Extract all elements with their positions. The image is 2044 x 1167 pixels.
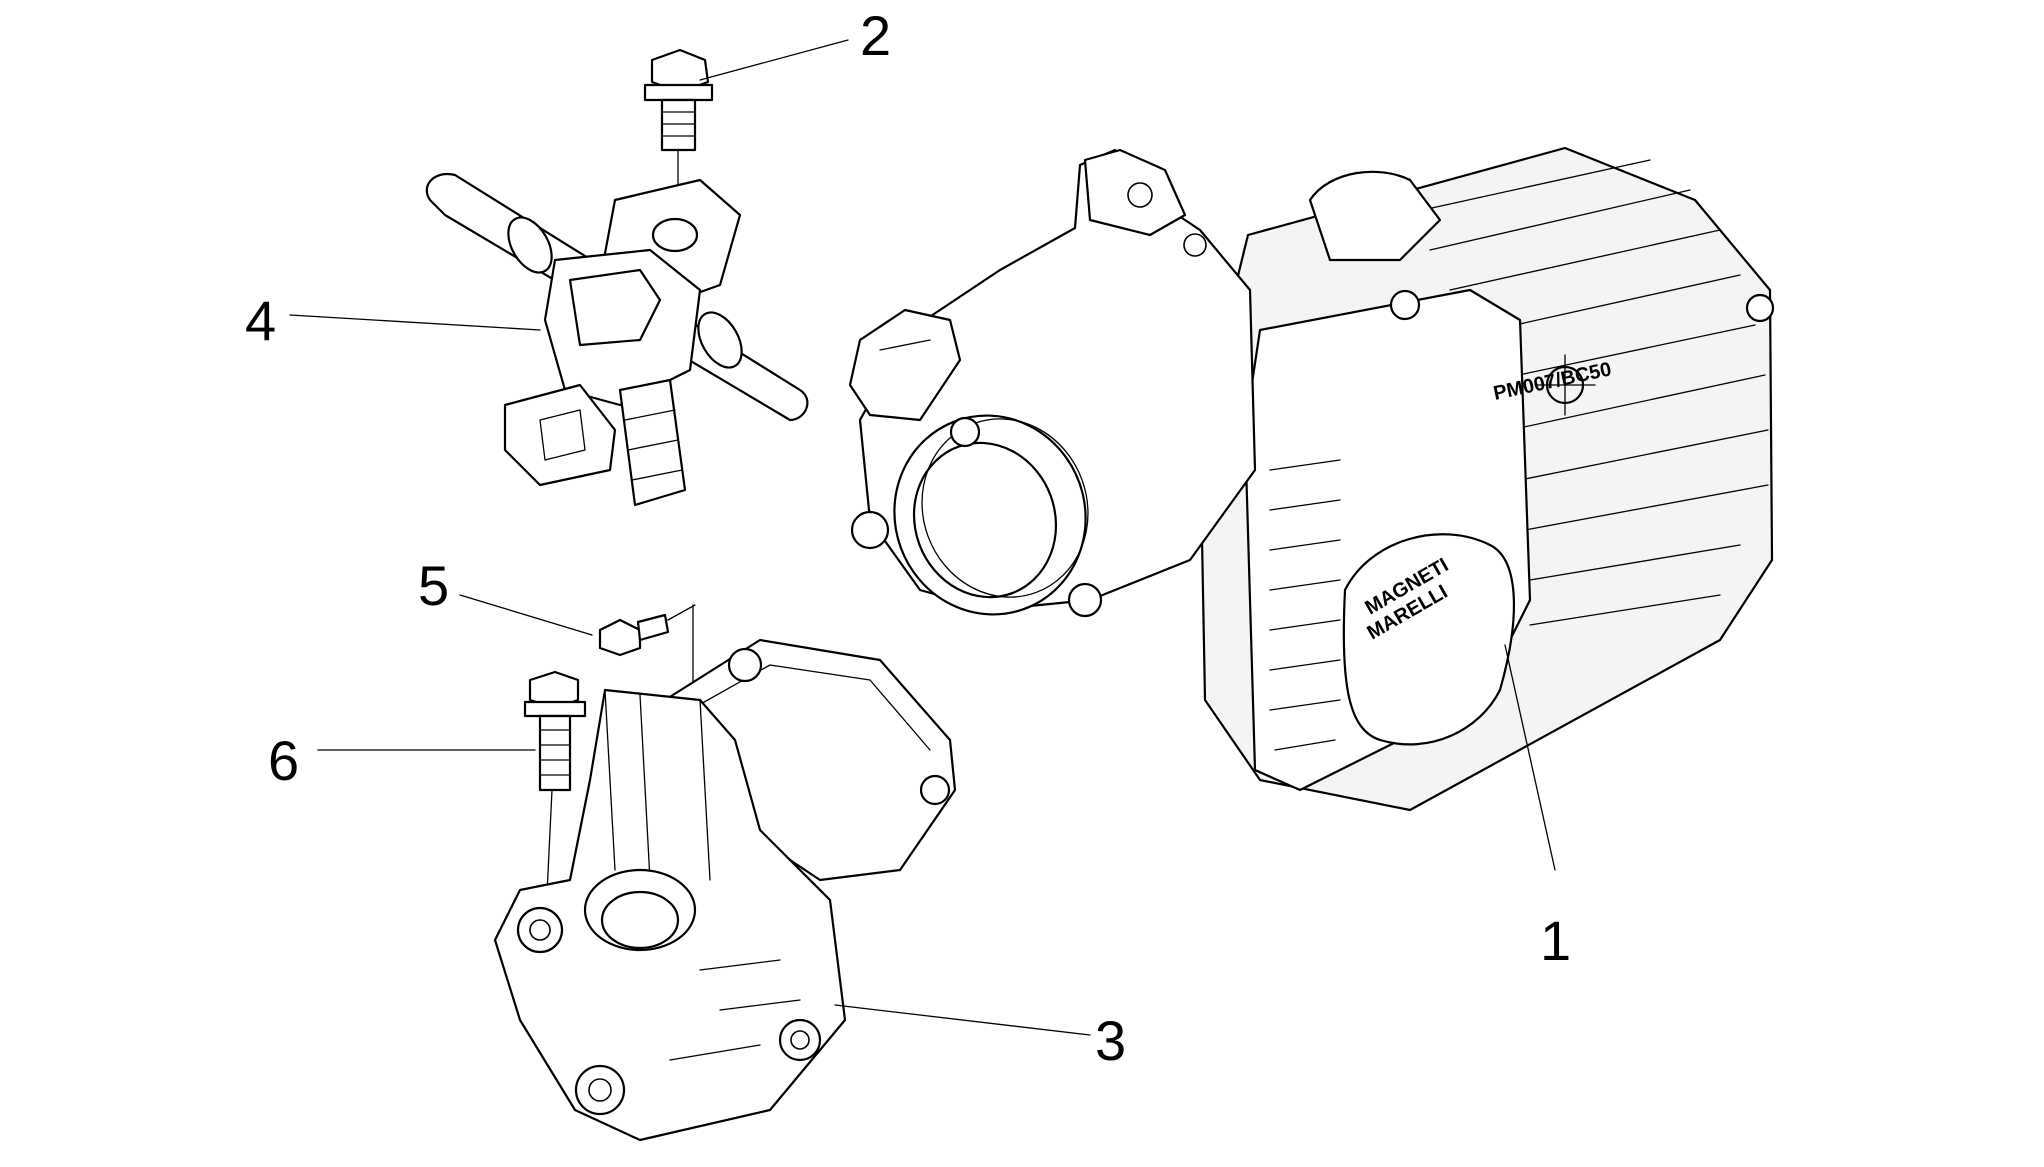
callout-3: 3 — [1095, 1009, 1126, 1072]
screw-part-5 — [598, 604, 696, 691]
leader-lines — [289, 39, 1556, 1036]
callout-1: 1 — [1540, 909, 1571, 972]
throttle-body-part-1: MAGNETI MARELLI PM007/BC50 — [848, 146, 1775, 812]
bolt-part-6 — [523, 670, 587, 936]
intake-manifold-part-3 — [493, 638, 957, 1142]
bolt-part-2 — [643, 48, 714, 241]
fuel-injector-part-4 — [425, 172, 809, 507]
callout-6: 6 — [268, 729, 299, 792]
callout-5: 5 — [418, 554, 449, 617]
callout-2: 2 — [860, 4, 891, 67]
callout-4: 4 — [245, 289, 276, 352]
